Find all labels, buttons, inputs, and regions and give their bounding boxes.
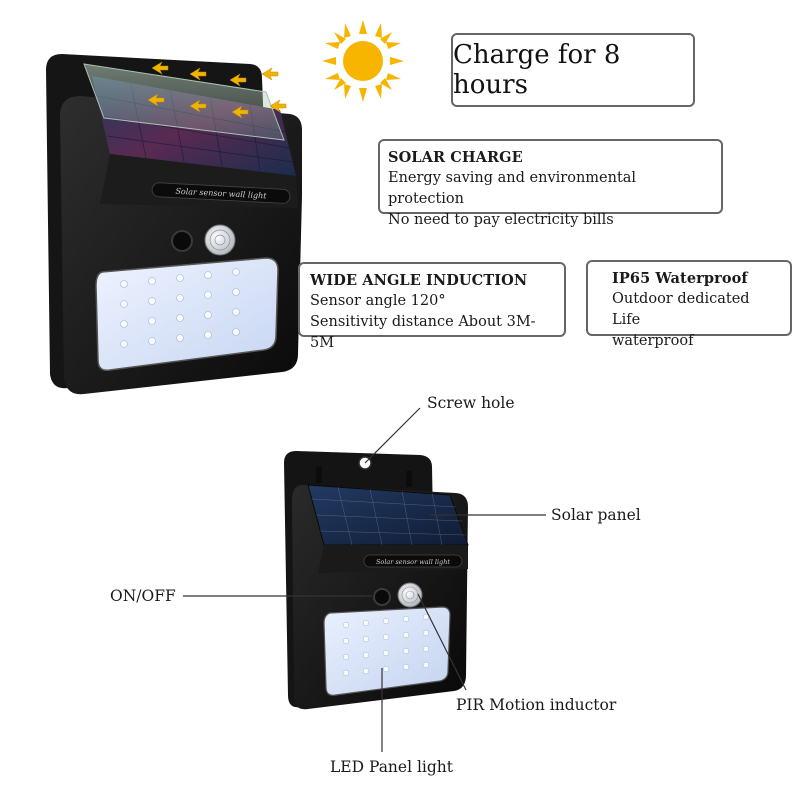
feature-waterproof: IP65 Waterproof Outdoor dedicated Life w… [586,260,792,349]
charge-time-text: Charge for 8 hours [453,40,621,100]
feature-solar-line1: Energy saving and environmental protecti… [388,170,637,207]
callout-led-panel: LED Panel light [330,758,454,776]
feature-wide-line2: Sensitivity distance About 3M-5M [310,314,536,351]
product-image-top: Solar sensor wall light [46,54,302,395]
on-off-button [373,588,391,606]
feature-solar-line2: No need to pay electricity bills [388,212,614,228]
sun-icon [322,20,404,102]
callout-solar-panel: Solar panel [551,506,641,524]
callout-on-off: ON/OFF [110,587,176,605]
feature-solar-charge: SOLAR CHARGE Energy saving and environme… [378,139,723,228]
sunlight-arrow-icon [147,61,287,119]
callout-pir-motion: PIR Motion inductor [456,696,617,714]
charge-time-box: Charge for 8 hours [451,33,695,107]
feature-ip-line2: waterproof [612,333,694,349]
feature-ip-title: IP65 Waterproof [612,270,748,287]
product-image-bottom: Solar sensor wall light [284,451,469,710]
feature-wide-title: WIDE ANGLE INDUCTION [310,272,528,289]
feature-wide-angle: WIDE ANGLE INDUCTION Sensor angle 120° S… [298,262,566,351]
screw-hole [358,456,372,470]
feature-solar-title: SOLAR CHARGE [388,149,523,166]
callout-screw-hole: Screw hole [427,394,515,412]
pir-sensor [397,582,423,608]
feature-wide-line1: Sensor angle 120° [310,293,446,309]
led-grid-top [120,268,240,348]
led-panel-top [95,257,279,372]
pir-sensor-top [204,224,236,256]
on-off-button-top [171,230,193,252]
product-label-bottom: Solar sensor wall light [376,558,450,566]
feature-ip-line1: Outdoor dedicated Life [612,291,750,328]
